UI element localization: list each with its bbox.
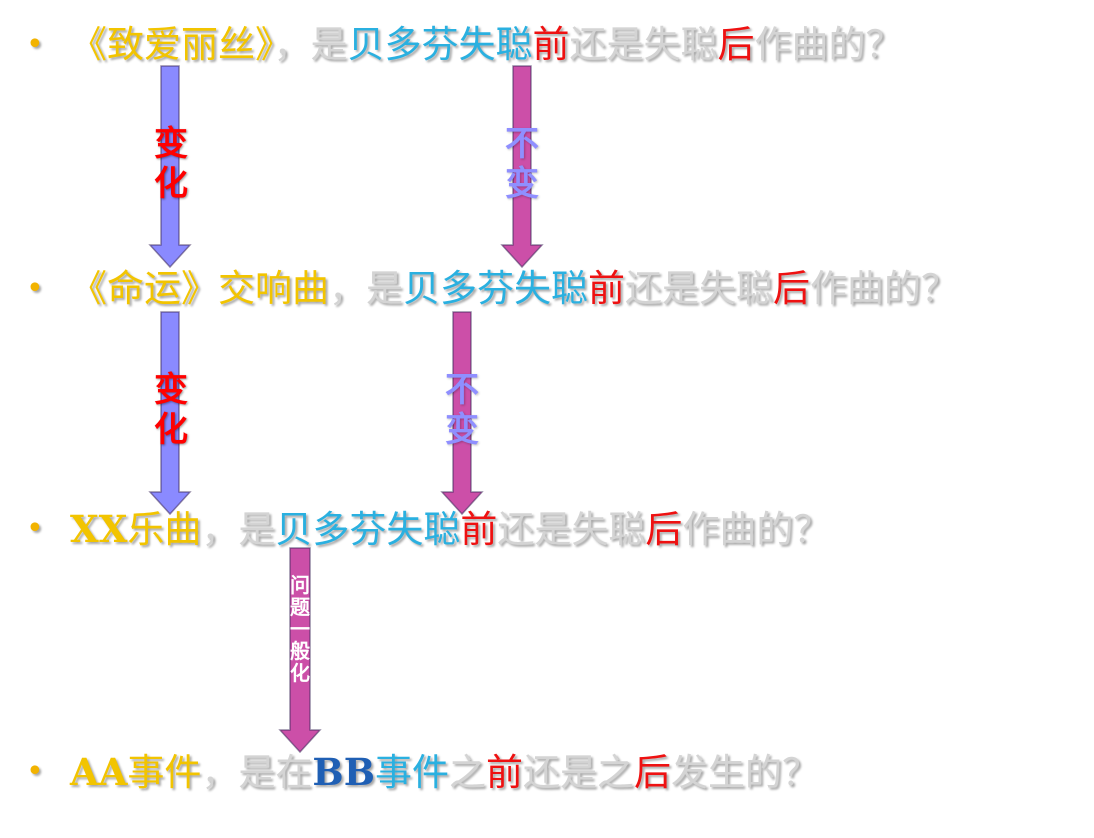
change-arrow-2 [148, 311, 192, 516]
bullet-point: • [26, 271, 44, 306]
text-segment: 前 [485, 751, 523, 794]
unchanged-label-2: 不变 [445, 370, 479, 450]
text-segment: 事件 [374, 751, 449, 794]
text-segment: 后 [773, 267, 810, 310]
text-segment: 还是失聪 [497, 508, 646, 551]
text-segment: 还是之 [522, 751, 634, 794]
text-segment: 后 [645, 508, 683, 551]
unchanged-label-1: 不变 [505, 124, 539, 204]
generalize-arrow [278, 547, 322, 754]
question-row-2: • 《命运》交响曲，是贝多芬失聪前还是失聪后作曲的？ [26, 264, 958, 314]
generalize-label: 问题一般化 [290, 573, 310, 685]
text-segment: ，是在 [201, 751, 313, 794]
change-label-2: 变化 [154, 370, 188, 450]
text-segment: 事件 [127, 751, 202, 794]
question-text: XX乐曲，是贝多芬失聪前还是失聪后作曲的？ [70, 507, 831, 551]
text-segment: 发生的？ [670, 751, 819, 794]
text-segment: ，是 [329, 267, 403, 310]
change-arrow-1 [148, 65, 192, 269]
question-row-3: • XX乐曲，是贝多芬失聪前还是失聪后作曲的？ [26, 504, 830, 555]
question-text: AA事件，是在BB事件之前还是之后发生的？ [70, 750, 819, 794]
text-segment: 前 [460, 508, 498, 551]
question-text: 《致爱丽丝》，是贝多芬失聪前还是失聪后作曲的？ [70, 23, 903, 66]
change-label-1: 变化 [154, 124, 188, 204]
bullet-point: • [26, 754, 44, 789]
text-segment: ，是 [201, 508, 276, 551]
text-segment: 贝多芬失聪 [347, 23, 533, 66]
text-segment: 还是失聪 [625, 267, 773, 310]
text-segment: 贝多芬失聪 [403, 267, 588, 310]
unchanged-arrow-2 [440, 311, 484, 516]
question-text: 《命运》交响曲，是贝多芬失聪前还是失聪后作曲的？ [70, 267, 958, 310]
text-segment: 《命运》交响曲 [70, 267, 329, 310]
text-segment: 前 [532, 23, 570, 66]
text-segment: 作曲的？ [810, 267, 958, 310]
text-segment: 乐曲 [127, 508, 202, 551]
bullet-point: • [26, 511, 44, 546]
text-segment: 《致爱丽丝》 [70, 23, 274, 66]
text-segment: 还是失聪 [569, 23, 718, 66]
text-segment: 后 [633, 751, 671, 794]
text-segment: 作曲的？ [682, 508, 831, 551]
question-row-4: •AA事件，是在BB事件之前还是之后发生的？ [26, 747, 819, 798]
text-segment: XX [70, 507, 128, 551]
text-segment: AA [70, 750, 128, 794]
unchanged-arrow-1 [500, 65, 544, 269]
text-segment: 作曲的？ [754, 23, 903, 66]
text-segment: ，是 [273, 23, 348, 66]
bullet-point: • [26, 27, 44, 62]
text-segment: 后 [717, 23, 755, 66]
text-segment: 前 [588, 267, 625, 310]
text-segment: 之 [448, 751, 486, 794]
question-row-1: • 《致爱丽丝》，是贝多芬失聪前还是失聪后作曲的？ [26, 20, 903, 70]
text-segment: 贝多芬失聪 [275, 508, 461, 551]
text-segment: BB [312, 750, 375, 794]
